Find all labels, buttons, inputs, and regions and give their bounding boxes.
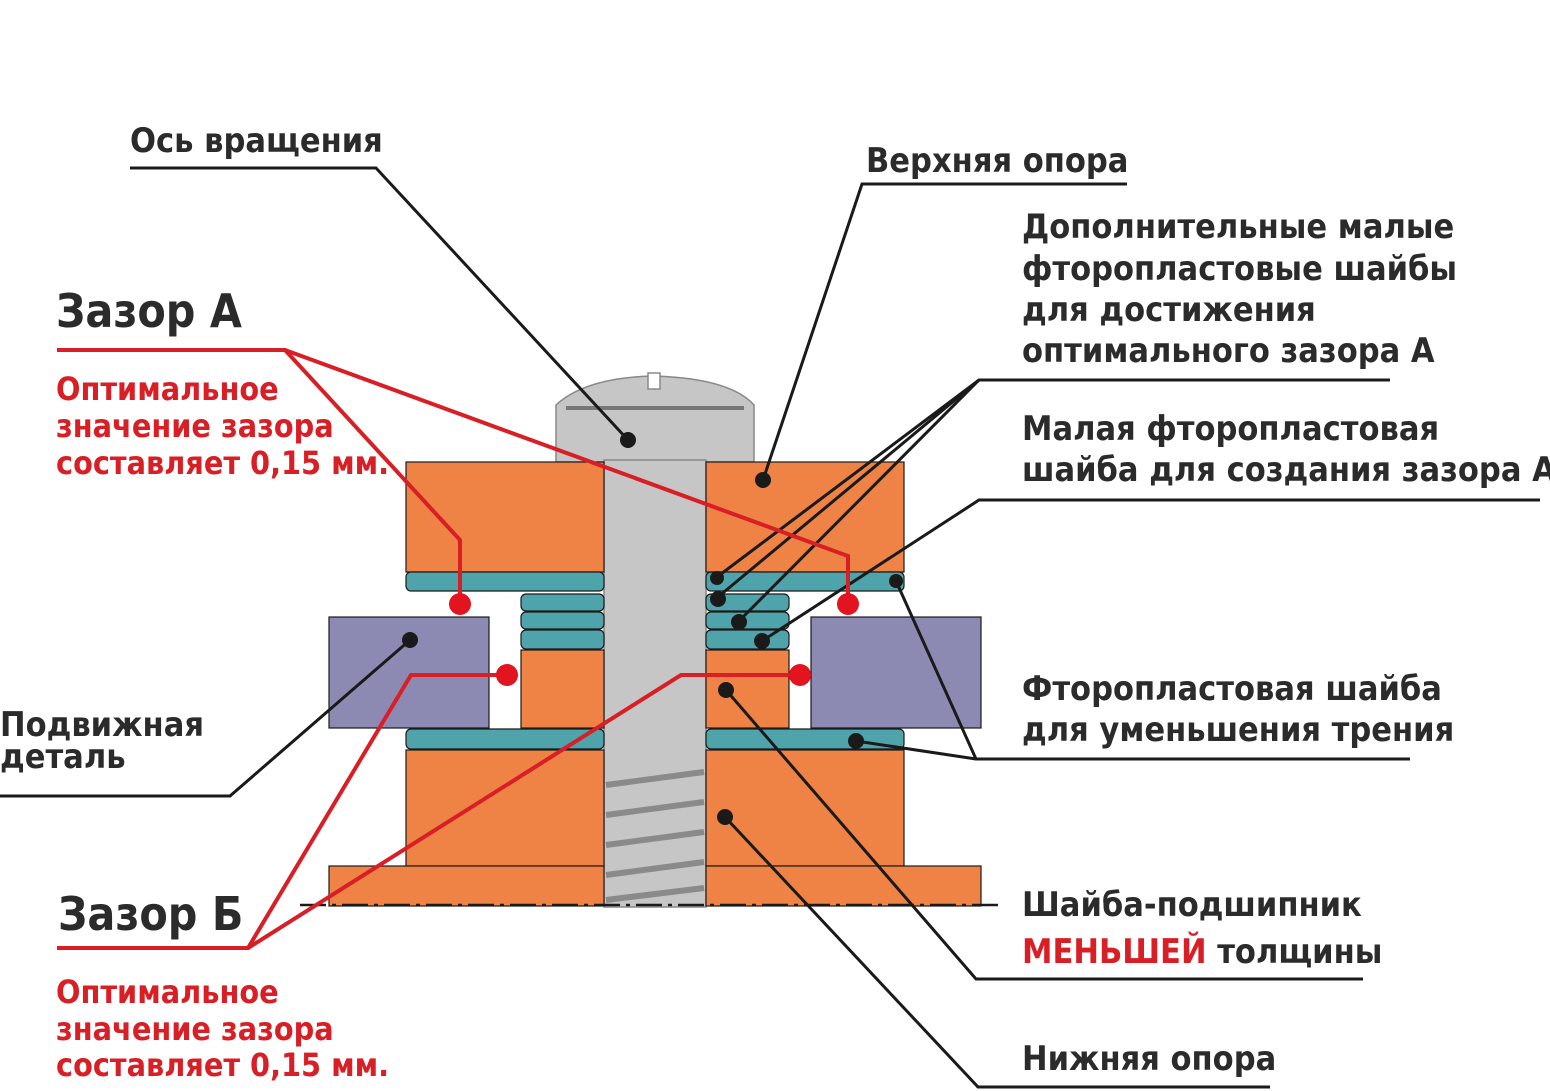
gap-b-title: Зазор Б <box>58 887 243 941</box>
small-washer-leader-dot <box>754 633 770 649</box>
gap-b-dot-right <box>789 664 811 686</box>
screw-thread <box>605 769 705 903</box>
friction-washer-label-line2: для уменьшения трения <box>1022 710 1454 750</box>
lower-support-left <box>405 749 605 867</box>
small-washer-left <box>405 571 605 592</box>
gap-b-leader-right <box>246 673 800 950</box>
extra-washers-label-line1: Дополнительные малые <box>1022 207 1454 247</box>
extra-washers-label-line2: фторопластовые шайбы <box>1022 249 1457 289</box>
axis-leader-dot <box>620 432 636 448</box>
extra-washer-left-2 <box>520 611 605 630</box>
friction-washer-dot-2 <box>889 574 903 588</box>
extra-washer-left-1 <box>520 593 605 612</box>
bearing-washer-label-line2: МЕНЬШЕЙ толщины <box>1022 931 1382 972</box>
upper-support-leader-dot <box>755 472 771 488</box>
gap-b-leader-left <box>57 673 507 950</box>
axis-leader <box>130 166 630 442</box>
base-plate-left <box>328 865 605 907</box>
gap-b-note-line1: Оптимальное <box>56 973 279 1011</box>
bearing-washer-label-line1: Шайба-подшипник <box>1022 885 1362 925</box>
friction-washer-left <box>405 728 605 750</box>
moving-part-leader-dot <box>402 632 418 648</box>
bearing-washer-leader <box>724 689 1363 981</box>
gap-a-leader-right <box>284 348 850 604</box>
moving-part-label-line2: деталь <box>0 737 126 777</box>
gap-a-note-line1: Оптимальное <box>56 370 279 408</box>
axis-label: Ось вращения <box>130 121 383 161</box>
gap-b-note-line3: составляет 0,15 мм. <box>56 1046 389 1084</box>
gap-a-note-line3: составляет 0,15 мм. <box>56 444 389 482</box>
extra-washers-leader-3 <box>716 378 980 579</box>
friction-washer-label-line1: Фторопластовая шайба <box>1022 669 1442 709</box>
extra-washer-left-3 <box>520 629 605 650</box>
gap-a-title: Зазор А <box>56 284 242 338</box>
lower-support-right <box>705 749 905 867</box>
extra-washers-dot-1 <box>710 591 726 607</box>
lower-support-leader <box>723 815 1270 1089</box>
small-washer-right <box>705 571 905 592</box>
friction-washer-right <box>705 728 905 750</box>
bearing-washer-emphasis: МЕНЬШЕЙ <box>1022 931 1207 972</box>
small-washer-leader <box>761 498 1540 643</box>
screw-slot <box>647 372 661 390</box>
friction-washer-dot-1 <box>848 733 864 749</box>
friction-washer-leader-2 <box>855 739 977 761</box>
gap-b-note-line2: значение зазора <box>56 1010 334 1048</box>
bearing-washer-rest: толщины <box>1207 932 1383 972</box>
extra-washers-leader-2 <box>737 378 981 623</box>
bearing-washer-leader-dot <box>718 682 734 698</box>
gap-a-dot-left <box>449 593 471 615</box>
lower-support-label: Нижняя опора <box>1022 1039 1276 1079</box>
small-washer-label-line1: Малая фторопластовая <box>1022 409 1439 449</box>
gap-a-note-line2: значение зазора <box>56 407 334 445</box>
base-plate-right <box>705 865 982 907</box>
moving-part-label-line1: Подвижная <box>0 705 204 745</box>
extra-washers-label-line3: для достижения <box>1022 290 1316 330</box>
moving-part-leader <box>0 638 411 798</box>
small-washer-label-line2: шайба для создания зазора А <box>1022 450 1550 490</box>
upper-support-left <box>405 461 605 573</box>
extra-washers-dot-3 <box>710 571 724 585</box>
upper-support-leader <box>761 182 1127 481</box>
extra-washers-label-line4: оптимального зазора А <box>1022 331 1435 371</box>
extra-washers-dot-2 <box>731 614 747 630</box>
lower-support-leader-dot <box>717 809 733 825</box>
gap-a-leader-left <box>57 348 462 604</box>
gap-a-dot-right <box>837 593 859 615</box>
upper-support-label: Верхняя опора <box>866 141 1128 181</box>
bearing-washer-left <box>520 649 605 729</box>
gap-b-dot-left <box>496 664 518 686</box>
